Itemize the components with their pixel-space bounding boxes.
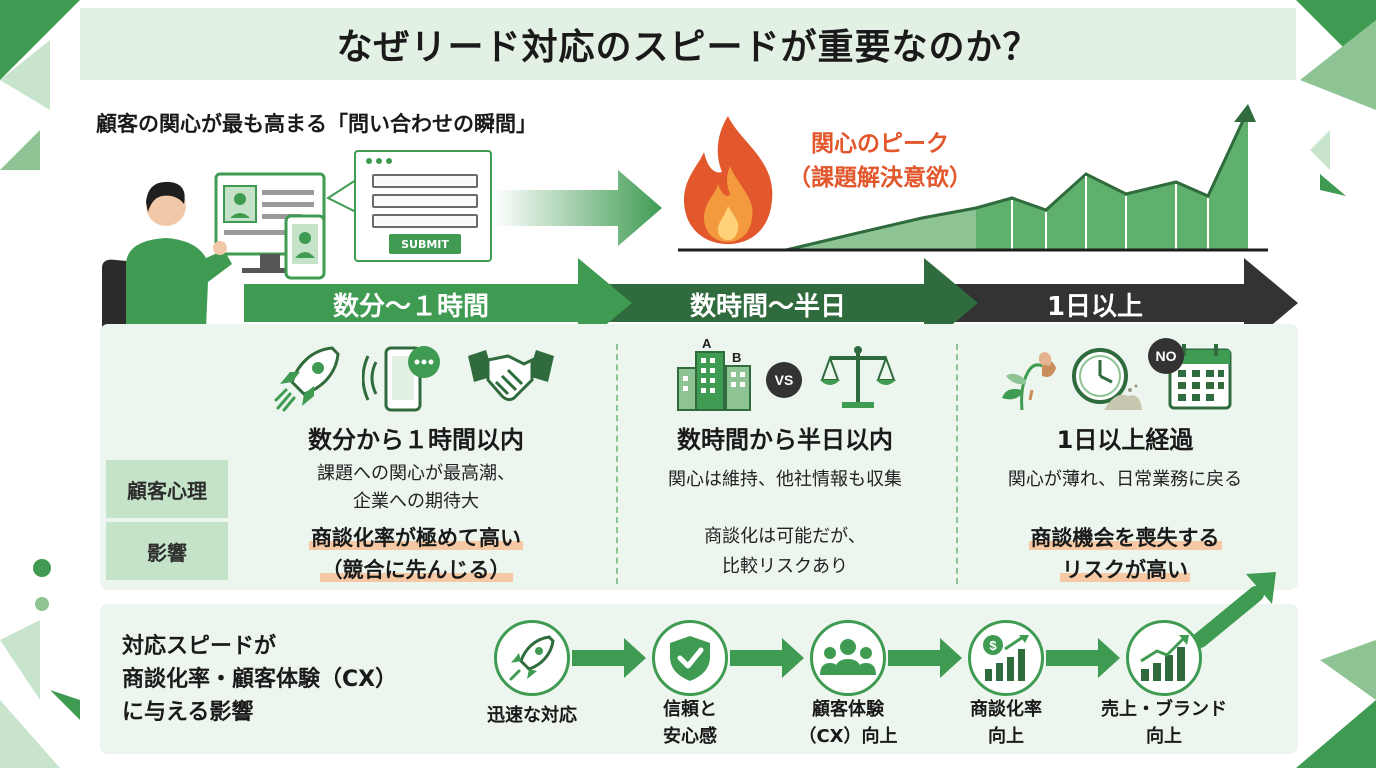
inquiry-form: SUBMIT	[354, 150, 492, 262]
step-label-5: 売上・ブランド 向上	[1089, 696, 1239, 750]
shield-check-icon	[670, 636, 710, 681]
vs-icon: VS	[766, 362, 802, 398]
step-label-3-line2: （CX）向上	[798, 726, 898, 747]
window-dots-icon	[366, 158, 392, 164]
building-letter-a: A	[702, 336, 712, 351]
title-banner: なぜリード対応のスピードが重要なのか？	[80, 8, 1296, 80]
col1-impact-line2: （競合に先んじる）	[319, 558, 513, 582]
step-label-3: 顧客体験 （CX）向上	[773, 696, 923, 750]
bottom-heading-line1: 対応スピードが	[122, 634, 277, 659]
flame-icon	[684, 116, 773, 244]
column-divider-1	[616, 344, 618, 584]
step-label-3-line1: 顧客体験	[812, 699, 884, 720]
col2-impact-line1: 商談化は可能だが、	[704, 526, 866, 547]
step-label-4-line1: 商談化率	[970, 699, 1042, 720]
col2-psychology-line1: 関心は維持、他社情報も収集	[668, 469, 902, 490]
col3-impact-line2: リスクが高い	[1060, 558, 1190, 582]
step-cx	[810, 620, 886, 696]
column-divider-2	[956, 344, 958, 584]
step-rapid-response	[494, 620, 570, 696]
bottom-heading-line2: 商談化率・顧客体験（CX）	[122, 667, 398, 692]
bottom-heading-line3: に与える影響	[122, 700, 254, 725]
col3-impact: 商談機会を喪失する リスクが高い	[960, 522, 1290, 586]
people-group-icon	[820, 639, 876, 675]
form-field-1[interactable]	[372, 174, 478, 188]
sales-chart-icon	[1140, 635, 1189, 681]
page-title: なぜリード対応のスピードが重要なのか？	[336, 27, 1040, 68]
timeline-label-3: 1日以上	[1046, 291, 1144, 322]
person-at-computer-illustration	[102, 172, 326, 328]
bottom-heading: 対応スピードが 商談化率・顧客体験（CX） に与える影響	[122, 630, 397, 729]
col1-heading: 数分から１時間以内	[308, 426, 524, 454]
submit-button[interactable]: SUBMIT	[389, 234, 461, 254]
svg-text:$: $	[989, 638, 997, 653]
col2-psychology: 関心は維持、他社情報も収集	[620, 466, 950, 494]
step-label-5-line1: 売上・ブランド	[1101, 699, 1227, 720]
no-calendar-icon: NO	[1148, 338, 1232, 410]
step-label-4-line2: 向上	[988, 726, 1024, 747]
col2-heading: 数時間から半日以内	[677, 426, 893, 454]
timeline-label-1: 数分〜１時間	[332, 291, 489, 322]
step-label-2: 信頼と 安心感	[615, 696, 765, 750]
timeline-arrows	[244, 258, 1298, 348]
step-label-5-line2: 向上	[1146, 726, 1182, 747]
interest-peak-chart	[678, 104, 1268, 252]
timeline-label-2: 数時間〜半日	[689, 291, 846, 322]
col2-impact: 商談化は可能だが、 比較リスクあり	[620, 522, 950, 582]
col3-heading: 1日以上経過	[1056, 426, 1194, 454]
clock-dust-icon	[1072, 348, 1142, 410]
step-label-2-line2: 安心感	[663, 726, 717, 747]
competitor-buildings-icon: A B	[677, 336, 751, 411]
peak-subtitle: 顧客の関心が最も高まる「問い合わせの瞬間」	[96, 112, 537, 136]
no-text: NO	[1156, 348, 1177, 364]
peak-label-line1: 関心のピーク	[811, 131, 949, 157]
vs-text: VS	[775, 372, 794, 388]
rocket-icon	[274, 346, 340, 412]
step-label-2-line1: 信頼と	[663, 699, 717, 720]
step-sales-brand	[1126, 620, 1202, 696]
building-letter-b: B	[732, 350, 741, 365]
row-label-impact: 影響	[106, 522, 228, 580]
col3-psychology-line1: 関心が薄れ、日常業務に戻る	[1007, 469, 1243, 490]
flow-arrows	[572, 572, 1276, 678]
handshake-icon	[468, 350, 554, 402]
step-label-1: 迅速な対応	[457, 702, 607, 729]
col1-psychology-line1: 課題への関心が最高潮、	[317, 463, 515, 484]
step-label-1-line1: 迅速な対応	[487, 705, 577, 726]
growth-chart-icon: $	[983, 635, 1029, 681]
rocket-icon	[509, 635, 555, 681]
col1-psychology-line2: 企業への期待大	[353, 491, 479, 512]
col3-impact-line1: 商談機会を喪失する	[1028, 526, 1222, 550]
step-trust	[652, 620, 728, 696]
col2-impact-line2: 比較リスクあり	[722, 556, 848, 577]
form-to-peak-arrow	[494, 170, 662, 246]
col1-impact: 商談化率が極めて高い （競合に先んじる）	[246, 522, 586, 586]
step-conversion: $	[968, 620, 1044, 696]
col1-psychology: 課題への関心が最高潮、 企業への期待大	[246, 460, 586, 516]
peak-label-line2: （課題解決意欲）	[788, 165, 972, 191]
form-field-3[interactable]	[372, 214, 478, 228]
col3-psychology: 関心が薄れ、日常業務に戻る	[960, 466, 1290, 494]
scale-icon	[820, 346, 896, 408]
form-field-2[interactable]	[372, 194, 478, 208]
row-label-psychology: 顧客心理	[106, 460, 228, 518]
step-label-4: 商談化率 向上	[931, 696, 1081, 750]
wilted-flower-icon	[1002, 352, 1056, 411]
col1-impact-line1: 商談化率が極めて高い	[309, 526, 523, 550]
smartphone-notification-icon	[362, 346, 440, 412]
